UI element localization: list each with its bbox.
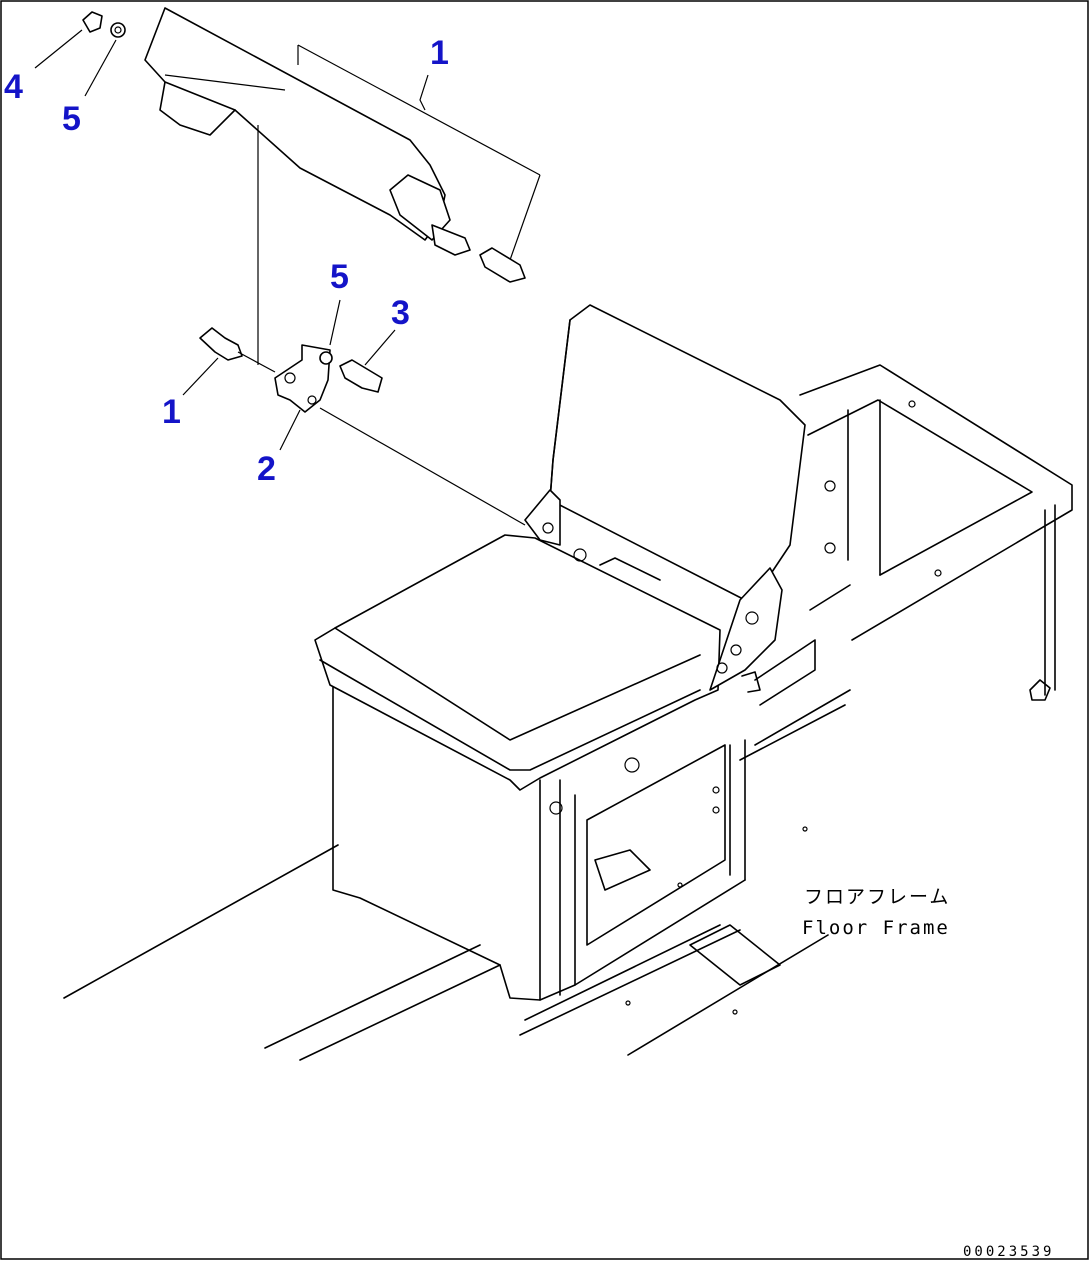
figure-number: 00023539 <box>963 1244 1054 1260</box>
caption-english: Floor Frame <box>802 917 950 939</box>
callout-3: 3 <box>391 294 410 332</box>
callout-2: 2 <box>257 450 276 488</box>
callout-5-top: 5 <box>62 100 81 138</box>
seat-drawing <box>314 304 806 791</box>
seatbelt-assembly-drawing <box>144 7 541 365</box>
callout-5-mid: 5 <box>330 258 349 296</box>
callout-4: 4 <box>4 68 23 106</box>
floor-frame-drawing <box>63 364 1073 1061</box>
callout-1-mid: 1 <box>162 393 181 431</box>
caption-japanese: フロアフレーム <box>804 886 950 908</box>
bracket-hardware <box>182 74 526 526</box>
callout-1-top: 1 <box>430 34 449 72</box>
nut-washer-top <box>34 11 126 97</box>
